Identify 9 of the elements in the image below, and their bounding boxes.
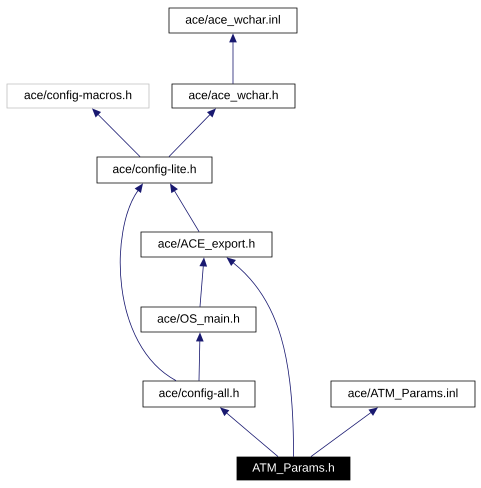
file-box: ace/ace_wchar.h	[172, 84, 296, 108]
file-box: ace/config-macros.h	[6, 84, 150, 108]
file-box: ace/ace_wchar.inl	[168, 8, 298, 34]
file-box: ATM_Params.h	[236, 456, 350, 480]
file-box: ace/ACE_export.h	[140, 232, 272, 258]
file-box: ace/config-all.h	[142, 380, 256, 408]
file-box: ace/OS_main.h	[140, 306, 256, 332]
file-box: ace/ATM_Params.inl	[330, 380, 476, 408]
file-box: ace/config-lite.h	[96, 156, 212, 184]
